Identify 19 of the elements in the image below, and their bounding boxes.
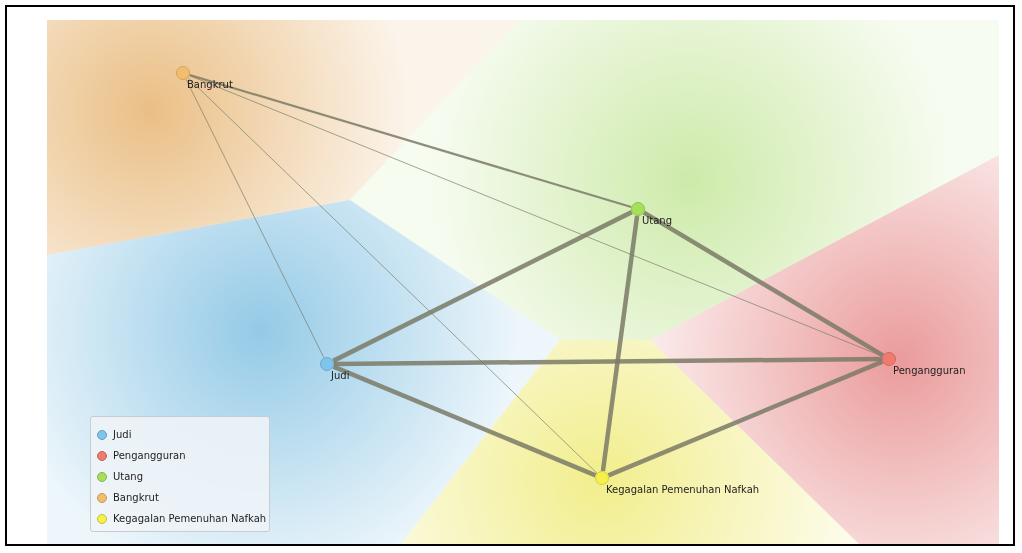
connection-line	[187, 77, 598, 474]
legend-label: Kegagalan Pemenuhan Nafkah	[113, 513, 267, 524]
legend-label: Utang	[113, 471, 144, 482]
connection-line	[189, 73, 632, 209]
node-label: Pengangguran	[893, 365, 966, 376]
connection-line	[642, 210, 885, 358]
connection-line	[332, 364, 597, 478]
legend-label: Bangkrut	[113, 492, 159, 503]
connection-line	[607, 359, 884, 478]
node-label: Kegagalan Pemenuhan Nafkah	[606, 484, 760, 495]
node-label: Utang	[642, 215, 673, 226]
node-label: Bangkrut	[187, 79, 233, 90]
connection-line	[185, 78, 325, 359]
connection-line	[600, 215, 640, 472]
legend-label: Pengangguran	[113, 450, 186, 461]
legend-label: Judi	[113, 429, 132, 440]
node-label: Judi	[331, 370, 350, 381]
connection-line	[332, 210, 633, 363]
connection-line	[334, 356, 882, 367]
